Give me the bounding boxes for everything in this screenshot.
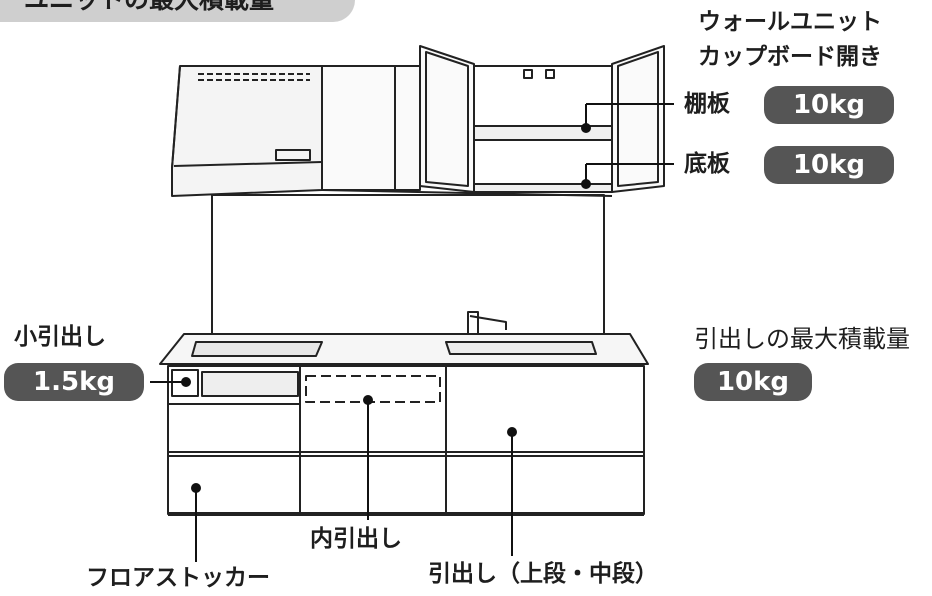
sink	[445, 341, 597, 355]
drawer-max-label: 引出しの最大積載量	[694, 325, 910, 353]
wall-cabinet-left	[321, 65, 421, 191]
faucet	[467, 311, 507, 334]
cabinet-bottom-board	[473, 183, 613, 193]
hood-control	[275, 149, 311, 161]
wall-unit-heading-2: カップボード開き	[698, 44, 882, 70]
floor-stocker-label: フロアストッカー	[86, 565, 270, 591]
wall-unit-heading-1: ウォールユニット	[698, 9, 882, 35]
cabinet-door-right	[611, 45, 665, 193]
shelf-label: 棚板	[684, 91, 730, 117]
callout-lines	[150, 103, 674, 562]
callout-dots	[181, 123, 591, 493]
control-panel	[201, 371, 299, 397]
shelf-weight-badge: 10kg	[764, 86, 894, 124]
inner-drawer-label: 内引出し	[310, 526, 402, 552]
title-banner: ユニットの最大積載量	[0, 0, 355, 22]
backsplash-panel	[211, 194, 605, 336]
cooktop	[191, 341, 323, 357]
bottom-board-label: 底板	[684, 151, 730, 177]
page-title: ユニットの最大積載量	[24, 0, 274, 22]
small-drawer-label: 小引出し	[14, 324, 106, 350]
small-drawer-weight-badge: 1.5kg	[4, 363, 144, 401]
bottom-board-weight-badge: 10kg	[764, 146, 894, 184]
cabinet-shelf	[473, 125, 613, 141]
inner-drawer-outline	[305, 375, 441, 403]
drawer-max-weight-badge: 10kg	[694, 363, 812, 401]
range-hood	[171, 65, 323, 197]
drawers-upper-middle-label: 引出し（上段・中段）	[428, 561, 658, 587]
cabinet-door-left	[419, 45, 475, 193]
